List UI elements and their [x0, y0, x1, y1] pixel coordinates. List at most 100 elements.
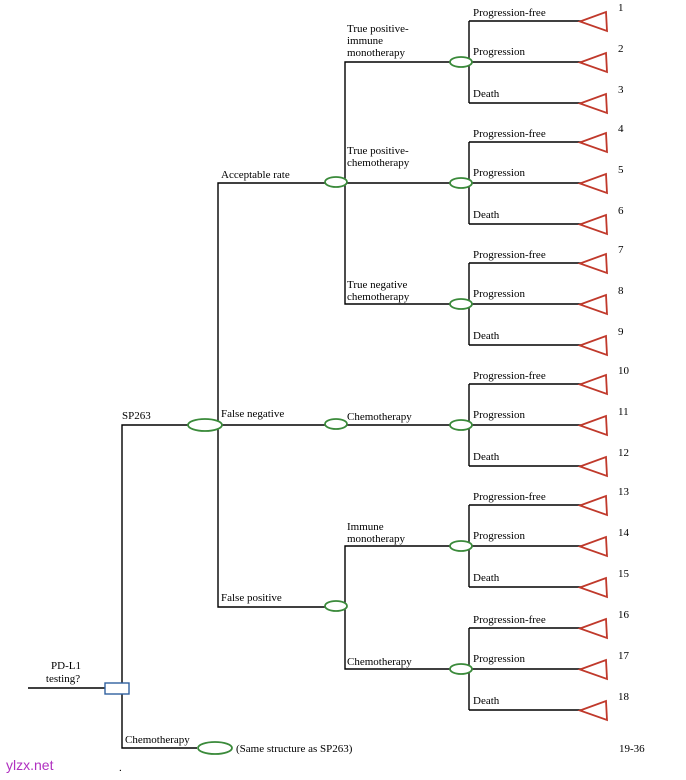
chemo-same-structure-note: (Same structure as SP263) [236, 743, 353, 755]
fp-immune-label-line2: monotherapy [347, 533, 406, 545]
tn-chemo-label-line2: chemotherapy [347, 291, 410, 303]
terminal-node[interactable] [577, 699, 608, 722]
health-state-label-death: Death [473, 451, 500, 463]
watermark: ylzx.net [6, 757, 54, 773]
terminal-number: 14 [618, 527, 630, 539]
false-negative-chance-node[interactable] [324, 418, 348, 430]
terminal-node[interactable] [577, 455, 608, 478]
fn-chemo-label: Chemotherapy [347, 411, 412, 423]
terminal-node[interactable] [577, 131, 608, 154]
health-state-label-progression-free: Progression-free [473, 370, 546, 382]
tn-chemo-branch [344, 183, 450, 305]
decision-node[interactable] [104, 682, 130, 695]
terminal-node[interactable] [577, 172, 608, 195]
acceptable-branch [217, 182, 325, 425]
terminal-number: 11 [618, 406, 629, 418]
false-positive-chance-node[interactable] [324, 600, 348, 612]
terminal-node[interactable] [577, 51, 608, 74]
health-state-label-progression-free: Progression-free [473, 614, 546, 626]
terminal-number: 15 [618, 568, 630, 580]
health-state-chance-node[interactable] [449, 419, 473, 431]
health-state-label-progression: Progression [473, 167, 525, 179]
false-positive-branch [217, 425, 325, 608]
terminal-number: 10 [618, 365, 630, 377]
health-state-label-death: Death [473, 695, 500, 707]
terminal-number: 6 [618, 205, 624, 217]
sp263-label: SP263 [122, 410, 151, 422]
chemotherapy-strategy-label: Chemotherapy [125, 734, 190, 746]
watermark-dot: . [119, 762, 122, 774]
health-state-label-progression: Progression [473, 409, 525, 421]
terminal-node[interactable] [577, 293, 608, 316]
tp-immune-label-line3: monotherapy [347, 47, 406, 59]
fp-chemo-branch [344, 607, 450, 670]
acceptable-chance-node[interactable] [324, 176, 348, 188]
tp-immune-label-line1: True positive- [347, 23, 409, 35]
fp-immune-label-line1: Immune [347, 521, 384, 533]
health-state-label-progression: Progression [473, 653, 525, 665]
terminal-node[interactable] [577, 494, 608, 517]
false-negative-label: False negative [221, 408, 284, 420]
health-state-label-progression: Progression [473, 46, 525, 58]
terminal-node[interactable] [577, 10, 608, 33]
fp-immune-branch [344, 545, 450, 607]
terminal-number: 13 [618, 486, 630, 498]
terminal-node[interactable] [577, 658, 608, 681]
tp-chemo-label-line1: True positive- [347, 145, 409, 157]
root-label-line1: PD-L1 [51, 660, 81, 672]
terminal-number: 4 [618, 123, 624, 135]
tn-chemo-label-line1: True negative [347, 279, 408, 291]
terminal-node[interactable] [577, 576, 608, 599]
terminal-node[interactable] [577, 373, 608, 396]
terminal-number: 7 [618, 244, 624, 256]
chemo-terminal-range: 19-36 [619, 743, 645, 755]
terminal-node[interactable] [577, 252, 608, 275]
health-state-chance-node[interactable] [449, 663, 473, 675]
health-state-chance-node[interactable] [449, 177, 473, 189]
terminal-node[interactable] [577, 535, 608, 558]
tp-chemo-label-line2: chemotherapy [347, 157, 410, 169]
health-state-chance-node[interactable] [449, 540, 473, 552]
chemotherapy-strategy-chance-node[interactable] [197, 741, 233, 755]
terminal-number: 1 [618, 2, 624, 14]
chemotherapy-branch [121, 694, 197, 749]
health-state-label-progression-free: Progression-free [473, 7, 546, 19]
terminal-number: 8 [618, 285, 624, 297]
terminal-number: 18 [618, 691, 630, 703]
terminal-number: 2 [618, 43, 624, 55]
terminal-node[interactable] [577, 213, 608, 236]
health-state-chance-node[interactable] [449, 298, 473, 310]
terminal-number: 17 [618, 650, 630, 662]
health-state-label-progression-free: Progression-free [473, 249, 546, 261]
terminal-number: 5 [618, 164, 624, 176]
terminal-node[interactable] [577, 92, 608, 115]
fp-chemo-label: Chemotherapy [347, 656, 412, 668]
tp-immune-branch [344, 61, 450, 183]
sp263-chance-node[interactable] [187, 418, 223, 432]
health-state-label-death: Death [473, 330, 500, 342]
terminal-node[interactable] [577, 414, 608, 437]
health-state-label-death: Death [473, 88, 500, 100]
health-state-chance-node[interactable] [449, 56, 473, 68]
health-state-label-progression-free: Progression-free [473, 128, 546, 140]
terminal-number: 3 [618, 84, 624, 96]
tp-immune-label-line2: immune [347, 35, 383, 47]
terminal-node[interactable] [577, 334, 608, 357]
root-label-line2: testing? [46, 673, 80, 685]
health-state-label-progression-free: Progression-free [473, 491, 546, 503]
acceptable-rate-label: Acceptable rate [221, 169, 290, 181]
false-positive-label: False positive [221, 592, 282, 604]
sp263-branch [121, 424, 188, 688]
terminal-number: 16 [618, 609, 630, 621]
health-state-label-death: Death [473, 572, 500, 584]
terminal-number: 12 [618, 447, 629, 459]
health-state-label-death: Death [473, 209, 500, 221]
health-state-label-progression: Progression [473, 530, 525, 542]
terminal-node[interactable] [577, 617, 608, 640]
